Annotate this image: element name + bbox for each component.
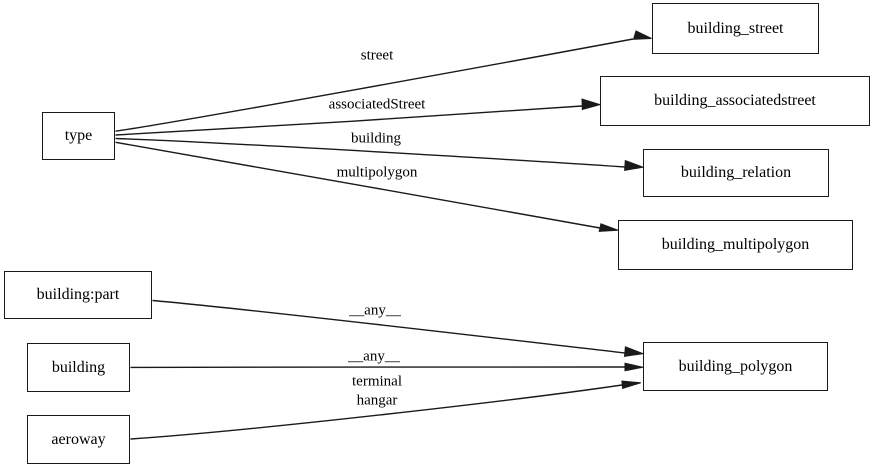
edge-building-building_polygon [130,362,644,372]
edge-line [130,384,623,440]
node-label: type [64,127,93,144]
node-building-associatedstreet[interactable]: building_associatedstreet [600,76,870,126]
edge-aeroway-building_polygon [130,380,641,440]
node-type[interactable]: type [42,112,115,160]
edge-line [152,299,626,354]
arrowhead-icon [632,30,652,40]
edge-label-multipolygon: multipolygon [336,164,418,181]
node-label: building_associatedstreet [654,92,816,109]
node-label: building_polygon [678,357,793,375]
edge-line [115,105,583,136]
arrowhead-icon [624,362,644,372]
node-building-street[interactable]: building_street [652,3,819,54]
node-label: building [51,358,106,376]
edge-label-any-building: __any__ [348,348,400,365]
arrowhead-icon [598,223,619,232]
edge-type-building_multipolygon [115,141,619,232]
node-building-multipolygon[interactable]: building_multipolygon [618,220,853,270]
edge-line [115,141,601,229]
arrowhead-icon [624,159,645,172]
node-label: building:part [36,286,120,303]
node-building[interactable]: building [27,343,130,392]
node-building-part[interactable]: building:part [4,271,152,319]
edge-label-building: building [350,130,402,147]
edge-label-associatedstreet: associatedStreet [328,96,426,113]
node-label: building_relation [680,164,792,181]
node-label: building_multipolygon [661,236,810,253]
edge-label-aeroway-hangar: hangar [356,392,398,409]
edge-building_part-building_polygon [152,299,645,357]
node-label: building_street [687,19,784,37]
edge-type-building_associatedstreet [115,98,602,136]
node-label: aeroway [51,430,106,448]
node-building-polygon[interactable]: building_polygon [643,342,828,391]
node-aeroway[interactable]: aeroway [27,415,130,464]
edge-line [115,137,626,168]
arrowhead-icon [621,380,641,390]
arrowhead-icon [623,346,645,357]
edge-label-aeroway-terminal: terminal [352,373,402,390]
edge-type-building_street [115,30,652,132]
arrowhead-icon [581,98,602,111]
edge-line [115,38,634,132]
edge-label-street: street [360,47,394,64]
edge-type-building_relation [115,137,645,172]
edge-label-any-building-part: __any__ [349,302,401,319]
node-building-relation[interactable]: building_relation [643,149,829,197]
